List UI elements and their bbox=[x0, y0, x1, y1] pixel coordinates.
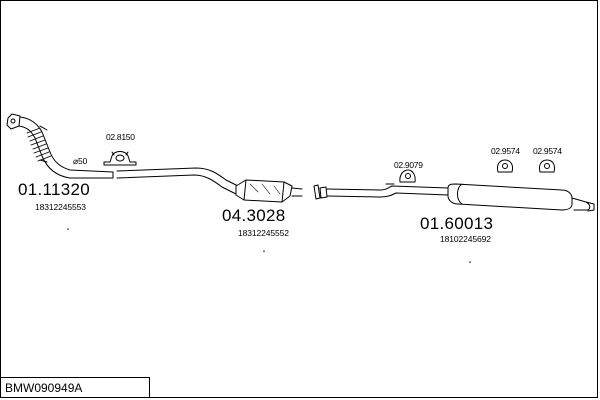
catalyst-drawing bbox=[235, 179, 303, 203]
hanger-mid-number: 02.9079 bbox=[394, 160, 423, 170]
front-pipe-number: 01.11320 bbox=[18, 180, 91, 199]
vehicle-code: BMW090949A bbox=[5, 381, 83, 395]
hanger-rear-drawing bbox=[497, 159, 555, 173]
rear-silencer-number: 01.60013 bbox=[420, 214, 494, 233]
vehicle-code-box: BMW090949A bbox=[0, 377, 150, 398]
rear-silencer-drawing bbox=[447, 183, 595, 212]
rear-silencer-oe-number: 18102245692 bbox=[440, 234, 491, 244]
front-pipe-drawing bbox=[6, 113, 114, 179]
hanger-rear-1-number: 02.9574 bbox=[491, 146, 520, 156]
clamp-number: 02.8150 bbox=[106, 132, 135, 142]
intermediate-pipe-drawing bbox=[116, 167, 239, 195]
reference-dots bbox=[67, 228, 471, 264]
catalyst-oe-number: 18312245552 bbox=[238, 228, 289, 238]
catalyst-number: 04.3028 bbox=[222, 206, 286, 225]
front-pipe-oe-number: 18312245553 bbox=[35, 202, 86, 212]
clamp-drawing bbox=[103, 151, 137, 166]
hanger-rear-2-number: 02.9574 bbox=[533, 146, 562, 156]
middle-pipe-drawing bbox=[313, 183, 449, 200]
front-pipe-diameter: ⌀50 bbox=[73, 156, 88, 166]
hanger-mid-drawing bbox=[399, 169, 416, 183]
